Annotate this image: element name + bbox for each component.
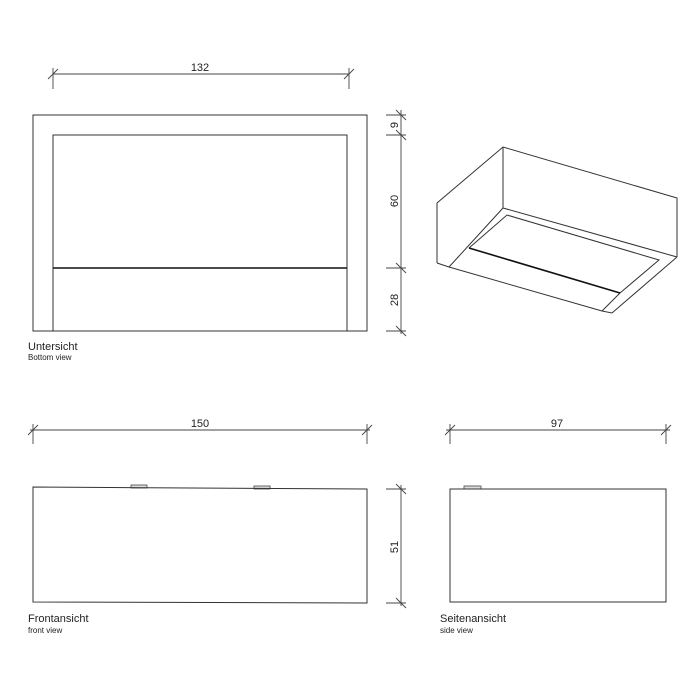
view-title: Frontansicht: [28, 613, 89, 625]
dimension-width-150: 150: [27, 418, 373, 444]
dim-label-97: 97: [551, 418, 563, 430]
dimension-width-132: 132: [47, 62, 355, 89]
dim-label-28: 28: [389, 294, 401, 306]
mounting-tab: [253, 485, 271, 490]
dimension-vertical: 9 60 28: [386, 109, 407, 337]
inner-frame: [52, 134, 348, 331]
view-subtitle: front view: [28, 626, 62, 635]
view-subtitle: Bottom view: [28, 353, 72, 362]
view-subtitle: side view: [440, 626, 473, 635]
dim-label-9: 9: [389, 122, 401, 128]
side-body: [449, 488, 667, 603]
isometric-view: [436, 146, 678, 314]
dimension-height-51: 51: [386, 483, 407, 609]
front-body: [32, 486, 368, 604]
dim-label-60: 60: [389, 195, 401, 207]
dim-label-51: 51: [389, 541, 401, 553]
outer-frame: [32, 114, 368, 332]
bottom-view: 132 9 60 28 Untersicht Bottom view: [28, 62, 407, 362]
view-title: Untersicht: [28, 341, 78, 353]
light-slot-line: [468, 247, 621, 294]
dim-label-150: 150: [191, 418, 209, 430]
dim-label-132: 132: [191, 62, 209, 74]
side-view: 97 Seitenansicht side view: [440, 418, 672, 635]
dimension-width-97: 97: [444, 418, 672, 444]
view-title: Seitenansicht: [440, 613, 506, 625]
front-view: 150 51 Frontansicht front view: [27, 418, 407, 635]
